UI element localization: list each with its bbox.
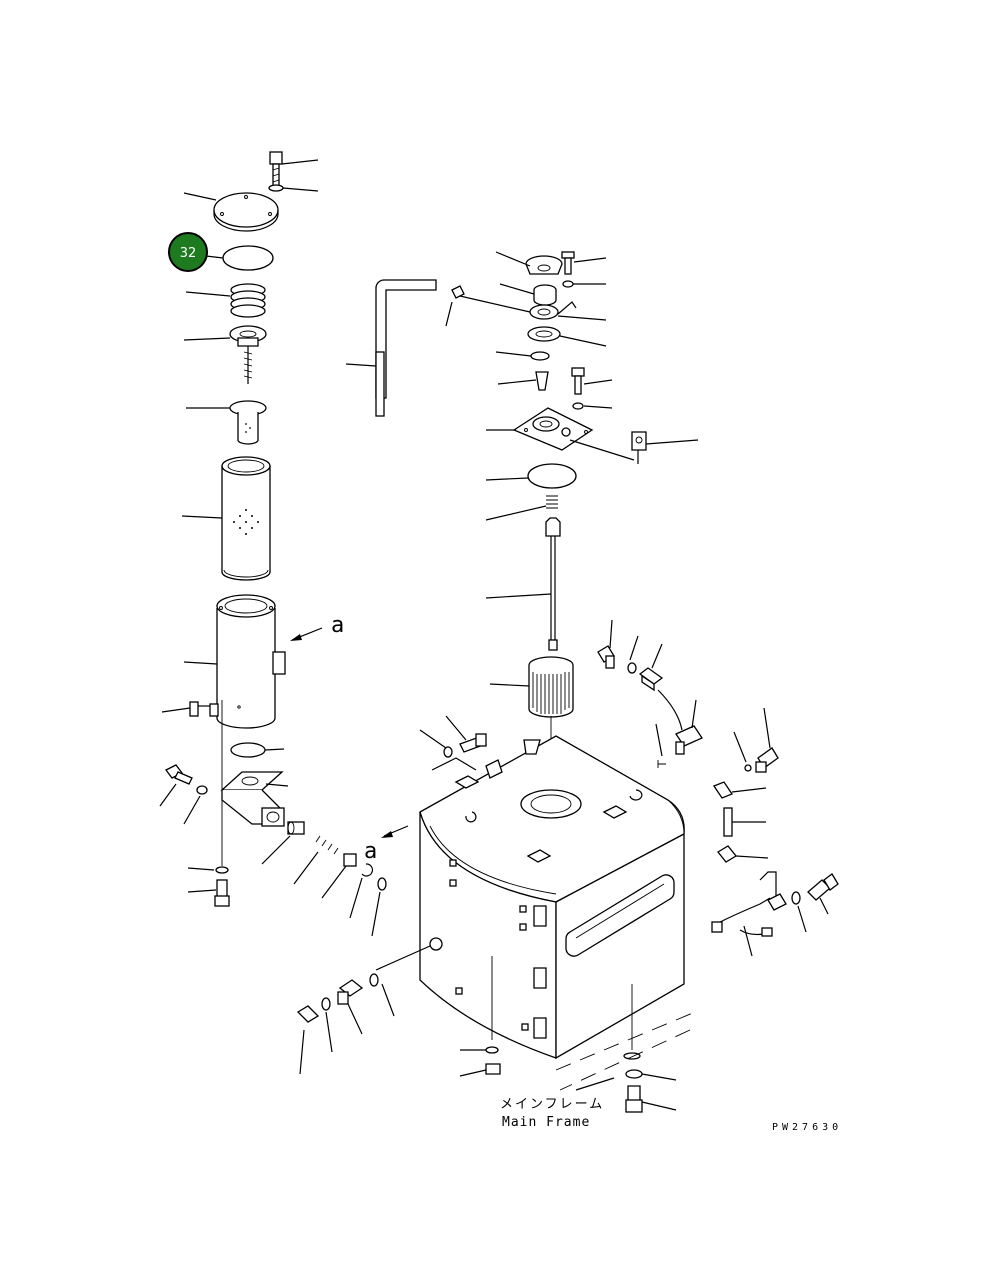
pin-fitting — [655, 723, 666, 768]
mount-bolt — [625, 1069, 677, 1113]
mount-clip — [419, 715, 487, 771]
callout-32[interactable]: 32 — [168, 232, 208, 272]
sight-gauge-window — [565, 874, 675, 957]
suction-strainer — [489, 656, 574, 718]
hydraulic-tank — [419, 715, 701, 1091]
level-plug — [497, 371, 549, 391]
straight-tube — [723, 807, 766, 837]
main-frame-label-en: Main Frame — [502, 1115, 590, 1130]
small-o-ring — [627, 635, 639, 674]
air-breather — [161, 701, 219, 717]
o-ring — [205, 245, 274, 271]
flange-bolt — [159, 764, 208, 825]
sensor-body — [675, 699, 703, 755]
cover-o-ring — [485, 463, 577, 489]
main-frame-label-jp: メインフレーム — [500, 1097, 604, 1112]
strainer-rod — [485, 517, 561, 651]
breather-pipe — [345, 279, 437, 417]
view-marker-upper: a — [331, 613, 344, 638]
strainer — [186, 400, 267, 445]
filler-cap — [495, 251, 563, 275]
bottom-bolt — [187, 866, 230, 907]
filter-element — [181, 456, 271, 581]
filler-plug — [499, 283, 557, 306]
sensor-bolt — [807, 873, 839, 915]
gasket — [230, 742, 285, 758]
view-arrow-lower: a — [364, 825, 409, 864]
union-fitting — [717, 845, 769, 863]
view-marker-lower: a — [364, 839, 377, 864]
front-face-details — [429, 859, 547, 1040]
sensor-washer — [791, 891, 807, 933]
cap-bolt — [561, 251, 607, 288]
oil-filler-cap-assembly — [445, 251, 699, 796]
callout-number: 32 — [180, 246, 197, 261]
elbow-fitting-top — [597, 619, 615, 669]
callout-badge[interactable] — [168, 232, 208, 272]
flange-elbow — [220, 771, 289, 827]
check-valve — [261, 821, 374, 919]
pressure-sensor — [569, 431, 699, 464]
cap-bracket — [445, 285, 607, 327]
cover-bolt — [571, 367, 613, 410]
tank-port — [520, 789, 582, 819]
washer — [268, 184, 319, 192]
right-fittings — [597, 619, 839, 957]
spring — [185, 283, 266, 318]
hose-line — [657, 689, 683, 731]
top-bolt — [269, 151, 319, 187]
tee-fitting — [713, 781, 767, 799]
bypass-valve — [183, 325, 267, 384]
view-arrow-upper: a — [290, 613, 344, 641]
elbow-fitting-right — [755, 707, 779, 773]
small-seal — [733, 731, 752, 772]
drain-plug — [459, 1046, 501, 1077]
retaining-ring — [495, 351, 550, 361]
filter-cover — [183, 192, 279, 232]
filter-case — [183, 594, 286, 729]
main-frame-outline — [555, 1009, 701, 1091]
connector-nut — [638, 643, 664, 692]
drawing-code: PW27630 — [772, 1122, 842, 1133]
tank-top-brackets — [454, 739, 643, 863]
filler-cover-plate — [486, 407, 594, 451]
filter-assembly: a — [159, 151, 409, 919]
rod-spring — [485, 495, 558, 521]
pressure-switch — [711, 871, 787, 957]
drain-parts — [296, 877, 431, 1075]
cap-gasket — [527, 326, 607, 347]
